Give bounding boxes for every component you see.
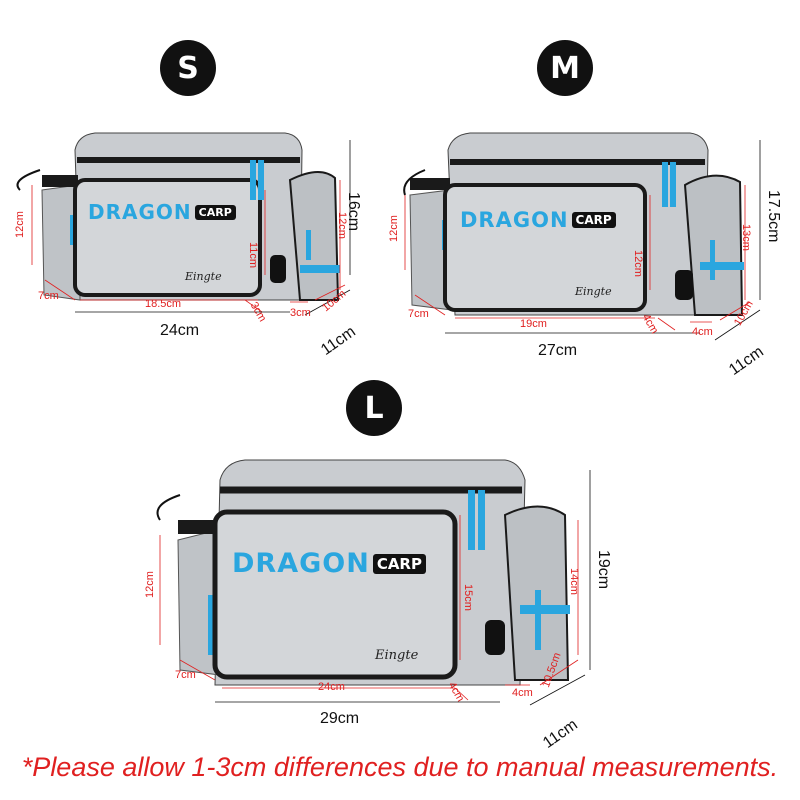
size-s-panel: S [0,0,400,360]
size-l-total-height-label: 19cm [595,550,612,590]
size-s-total-height-label: 16cm [345,192,362,232]
brand-carp-text: CARP [194,204,236,220]
size-l-panel: L DRAGON CARP Ei [0,380,800,752]
size-m-side-depth-bottom-label: 7cm [408,308,429,320]
size-l-brand-logo: DRAGON CARP [232,548,426,579]
brand-dragon-text: DRAGON [232,548,370,579]
size-s-side-depth-bottom-label: 7cm [38,290,59,302]
size-s-side-pocket-width-label: 3cm [290,307,311,319]
size-l-side-pocket-height-label: 14cm [568,568,580,595]
size-l-side-pocket-width-label: 4cm [512,687,533,699]
brand-carp-text: CARP [372,553,426,574]
size-s-badge: S [160,40,216,96]
brand-dragon-text: DRAGON [88,200,192,224]
size-m-total-width-label: 27cm [538,342,578,359]
size-m-panel: M DRAGON CARP Ei [388,0,800,379]
size-s-brand-signature: Eingte [185,270,222,283]
size-m-total-height-label: 17.5cm [765,190,782,243]
size-l-badge: L [346,380,402,436]
size-m-side-pocket-height-label: 13cm [740,224,752,251]
size-m-brand-signature: Eingte [575,285,612,298]
measurement-disclaimer: *Please allow 1-3cm differences due to m… [21,752,779,782]
size-m-front-pocket-height-label: 12cm [632,250,644,277]
size-m-front-pocket-width-label: 19cm [520,318,547,330]
size-s-front-pocket-height-label: 11cm [247,242,259,269]
size-l-brand-signature: Eingte [375,648,419,663]
size-s-total-width-label: 24cm [160,322,200,339]
size-m-brand-logo: DRAGON CARP [460,208,616,232]
size-l-front-pocket-width-label: 24cm [318,681,345,693]
size-l-side-depth-bottom-label: 7cm [175,669,196,681]
size-s-brand-logo: DRAGON CARP [88,200,236,224]
size-l-front-pocket-height-label: 15cm [462,584,474,611]
size-s-front-pocket-width-label: 18.5cm [145,298,182,310]
size-m-left-height-label: 12cm [388,215,400,242]
size-l-left-height-label: 12cm [144,571,156,598]
size-m-badge: M [537,40,593,96]
size-s-bag-illustration [16,132,351,316]
size-l-bag-illustration [156,459,591,706]
size-l-total-width-label: 29cm [320,710,360,727]
brand-carp-text: CARP [571,212,616,228]
brand-dragon-text: DRAGON [460,208,569,232]
size-s-left-height-label: 12cm [14,211,26,238]
size-m-side-pocket-width-label: 4cm [692,326,713,338]
